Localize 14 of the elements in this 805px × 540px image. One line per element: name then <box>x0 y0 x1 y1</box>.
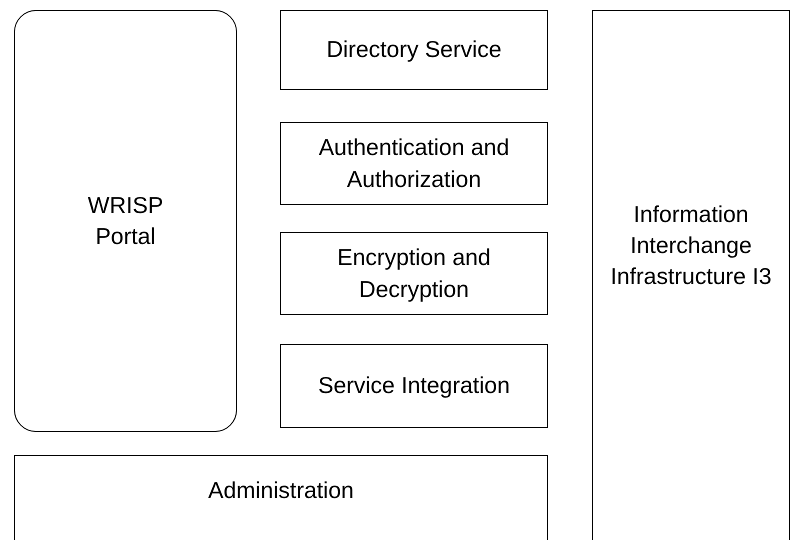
node-label: Authentication and Authorization <box>318 133 510 194</box>
rounded-box <box>14 10 237 432</box>
box <box>280 232 548 315</box>
node-label: Administration <box>208 476 354 506</box>
node-label: Directory Service <box>326 35 502 64</box>
box <box>280 122 548 205</box>
node-label: WRISP Portal <box>86 190 164 251</box>
box <box>280 10 548 90</box>
node-label: Service Integration <box>318 371 510 400</box>
box <box>280 344 548 428</box>
box <box>592 10 790 540</box>
box <box>14 455 548 540</box>
node-label: Encryption and Decryption <box>336 243 492 304</box>
node-label: Information Interchange Infrastructure I3 <box>609 200 773 292</box>
